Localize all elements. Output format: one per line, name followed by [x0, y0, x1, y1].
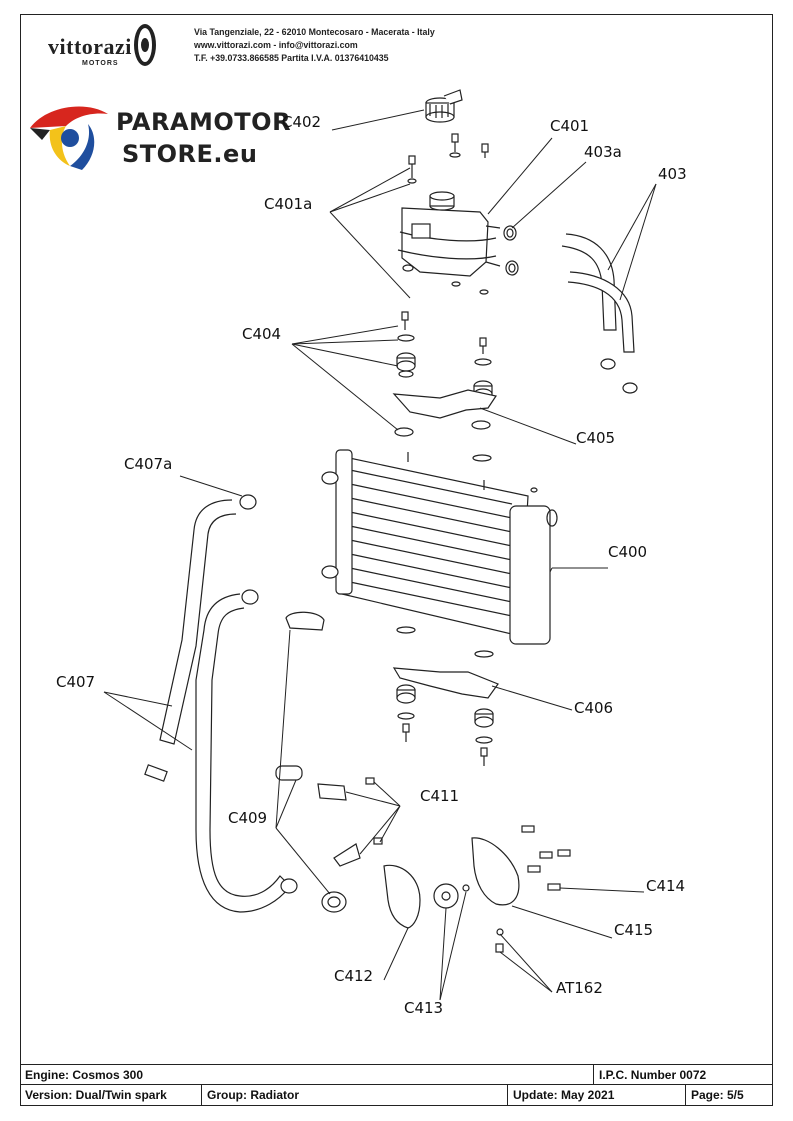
phone-vat-line: T.F. +39.0733.866585 Partita I.V.A. 0137… [194, 53, 389, 63]
update-cell: Update: May 2021 [508, 1085, 686, 1105]
impeller-part [433, 883, 470, 909]
web-line: www.vittorazi.com - info@vittorazi.com [194, 40, 358, 50]
top-screws [407, 133, 489, 184]
upper-mount-stack [396, 311, 493, 400]
callout-c405: C405 [576, 429, 616, 447]
lower-mount-stack [396, 684, 494, 766]
tank-nozzle-clamps [503, 225, 519, 276]
expansion-tank-part [397, 191, 501, 295]
brand-sub: MOTORS [82, 60, 119, 67]
brand-o-mark [134, 24, 156, 66]
drain-screw-part [495, 928, 504, 953]
ipc-cell: I.P.C. Number 0072 [599, 1068, 707, 1082]
callout-c413: C413 [404, 999, 444, 1017]
callout-c400: C400 [608, 543, 648, 561]
radiator-part [321, 449, 558, 645]
page-cell: Page: 5/5 [691, 1088, 744, 1102]
callout-c412: C412 [334, 967, 374, 985]
callout-c401: C401 [550, 117, 590, 135]
title-row-1: Engine: Cosmos 300 I.P.C. Number 0072 [20, 1064, 773, 1085]
store-wing-icon [30, 106, 108, 170]
leader-lines [103, 109, 657, 1001]
main-hoses-part [144, 494, 298, 913]
callout-c407a: C407a [124, 455, 173, 473]
small-hoses-part [561, 233, 638, 394]
title-block: Engine: Cosmos 300 I.P.C. Number 0072 Ve… [20, 1064, 773, 1106]
callout-c415: C415 [614, 921, 654, 939]
contact-block: Via Tangenziale, 22 - 62010 Montecosaro … [194, 26, 435, 65]
gasket-part [383, 864, 421, 929]
callout-c411: C411 [420, 787, 460, 805]
pump-cover-part [471, 837, 520, 906]
address-line: Via Tangenziale, 22 - 62010 Montecosaro … [194, 27, 435, 37]
upper-bracket-part [392, 389, 497, 419]
brand-name: vittorazi [48, 34, 132, 59]
callout-c404: C404 [242, 325, 282, 343]
callout-c407: C407 [56, 673, 96, 691]
callout-c402: C402 [282, 113, 322, 131]
drawing-sheet [20, 14, 773, 1106]
callout-403a: 403a [584, 143, 622, 161]
hose-clamps-part [275, 611, 347, 913]
title-row-2: Version: Dual/Twin spark Group: Radiator… [20, 1084, 773, 1105]
callout-c409: C409 [228, 809, 268, 827]
filler-cap-part [425, 89, 463, 123]
engine-cell: Engine: Cosmos 300 [20, 1065, 594, 1085]
lower-bracket-part [392, 667, 499, 699]
version-cell: Version: Dual/Twin spark [20, 1085, 202, 1105]
store-line2: STORE.eu [122, 140, 258, 168]
brackets-part [317, 777, 383, 867]
callout-c401a: C401a [264, 195, 313, 213]
group-cell: Group: Radiator [202, 1085, 508, 1105]
store-line1: PARAMOTOR [116, 108, 292, 136]
callout-at162: AT162 [556, 979, 603, 997]
vittorazi-logo: vittorazi MOTORS [48, 20, 160, 72]
paramotor-store-logo: PARAMOTOR STORE.eu [26, 100, 291, 180]
callout-c406: C406 [574, 699, 614, 717]
cover-screws [521, 825, 571, 891]
callout-c414: C414 [646, 877, 686, 895]
callout-403: 403 [658, 165, 687, 183]
